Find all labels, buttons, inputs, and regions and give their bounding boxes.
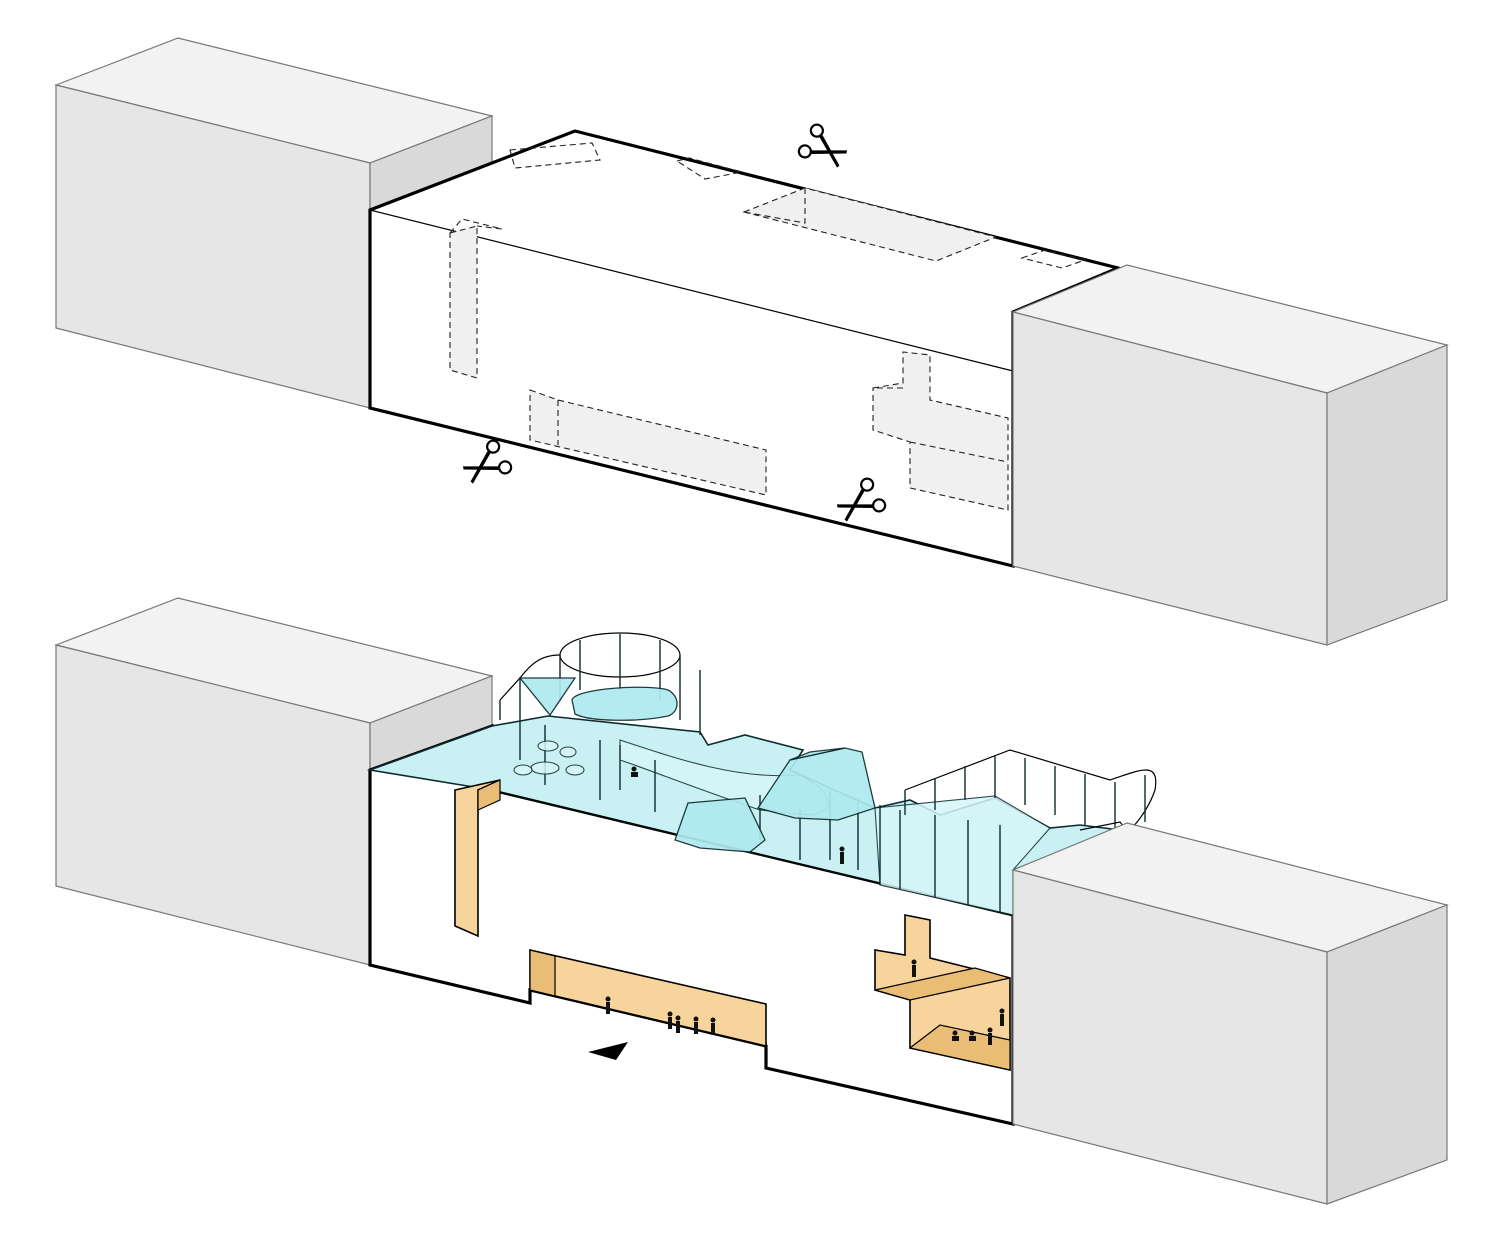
left-neighbor-building-top: [54, 37, 494, 409]
scissors-icon: [836, 477, 887, 522]
person-figure: [693, 1016, 699, 1034]
bottom-diagram: [54, 597, 1449, 1205]
right-neighbor-building-top: [1011, 264, 1449, 646]
scissors-icon: [462, 439, 513, 484]
roof-objects: [518, 677, 876, 853]
mass-top-edge-line: [369, 209, 1014, 372]
entrance-arrow-icon: [588, 1042, 628, 1060]
person-figure: [675, 1015, 681, 1033]
person-figure: [969, 1030, 976, 1041]
scissors-icon: [797, 123, 848, 168]
pavilion-canopy-right: [904, 749, 1157, 843]
person-figure: [605, 996, 611, 1014]
person-figure: [999, 1008, 1005, 1026]
person-figure: [839, 846, 845, 864]
right-neighbor-building-bottom: [1011, 822, 1449, 1205]
person-figure: [987, 1027, 993, 1045]
right-stepped-void: [874, 914, 1011, 1071]
left-neighbor-building-bottom: [54, 597, 494, 966]
person-figure: [667, 1011, 673, 1029]
person-figure: [952, 1030, 959, 1041]
people: [605, 766, 1005, 1045]
top-diagram: [54, 37, 1449, 646]
person-figure: [911, 959, 917, 977]
person-figure: [710, 1017, 716, 1035]
removal-volumes: [449, 142, 1087, 511]
left-vertical-void: [454, 779, 501, 938]
roof-seating: [513, 740, 585, 776]
person-figure: [631, 766, 638, 777]
entrance-gallery: [529, 948, 767, 1048]
